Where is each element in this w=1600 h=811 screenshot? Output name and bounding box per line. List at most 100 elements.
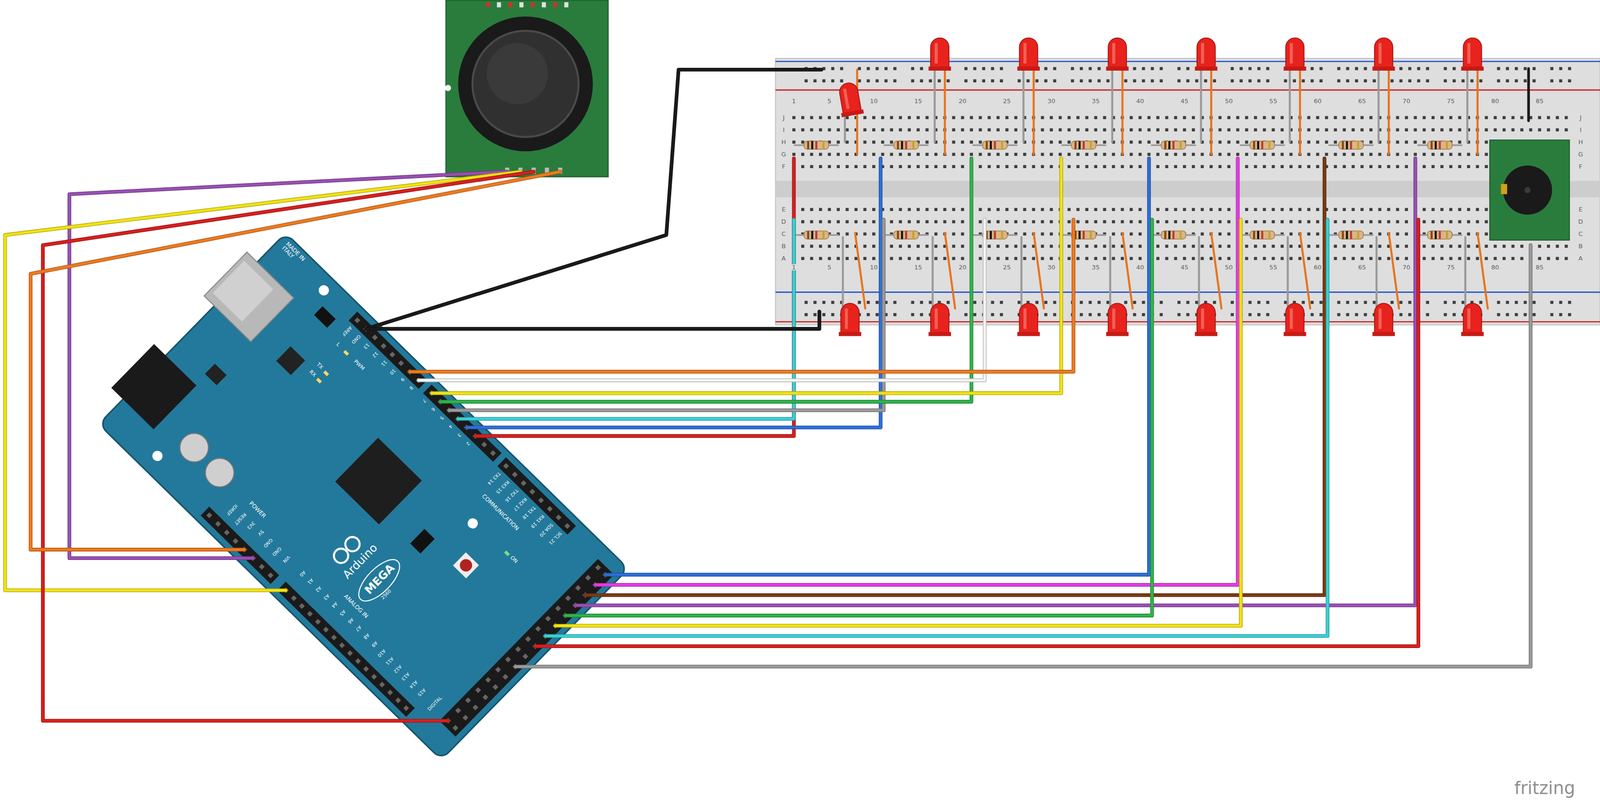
breadboard-hole	[969, 115, 973, 120]
resistor-band	[1074, 141, 1077, 150]
breadboard-hole	[828, 152, 832, 156]
breadboard-hole	[1325, 140, 1329, 144]
breadboard-hole	[1289, 208, 1293, 212]
breadboard-hole	[1360, 164, 1364, 169]
resistor-symbol	[1239, 141, 1285, 150]
breadboard-hole	[1484, 140, 1488, 144]
led-body	[1019, 303, 1038, 335]
breadboard-hole	[1449, 220, 1453, 224]
column-number: 45	[1179, 264, 1190, 271]
wire	[42, 171, 534, 721]
breadboard-hole	[1031, 220, 1036, 224]
breadboard-hole	[1449, 257, 1453, 261]
breadboard-hole	[1475, 257, 1480, 261]
breadboard-hole	[1316, 152, 1320, 156]
led-highlight	[1112, 308, 1116, 329]
breadboard-hole	[1230, 79, 1234, 83]
breadboard-hole	[1156, 164, 1160, 169]
power-jack	[111, 344, 197, 430]
pin-header	[277, 581, 415, 717]
breadboard-hole	[801, 152, 805, 156]
wire-outline	[418, 219, 985, 380]
header-pin	[387, 689, 394, 695]
resistor-band	[1430, 141, 1433, 150]
breadboard-hole	[1363, 66, 1367, 71]
breadboard-hole	[884, 66, 888, 71]
breadboard-hole	[964, 79, 968, 83]
header-pin	[594, 564, 601, 571]
breadboard-hole	[872, 164, 876, 169]
breadboard-hole	[1093, 115, 1098, 120]
breadboard-hole	[1093, 220, 1098, 224]
breadboard-hole	[1014, 128, 1018, 132]
breadboard-hole	[1035, 79, 1039, 83]
led-highlight	[1200, 42, 1205, 64]
row-letter: H	[1577, 138, 1584, 145]
wire	[545, 219, 1328, 636]
breadboard-hole	[1378, 232, 1382, 236]
breadboard-hole	[1129, 140, 1134, 144]
breadboard-hole	[1484, 152, 1488, 156]
breadboard-hole	[1440, 128, 1444, 132]
breadboard-hole	[1138, 128, 1142, 132]
breadboard-hole	[1271, 128, 1276, 132]
column-number: 10	[868, 264, 879, 271]
breadboard-hole	[1511, 257, 1515, 261]
breadboard-hole	[1070, 79, 1075, 83]
breadboard-hole	[1195, 300, 1199, 305]
breadboard-hole	[1390, 79, 1394, 83]
breadboard-hole	[978, 152, 982, 156]
breadboard-hole	[1351, 115, 1355, 120]
header-pin	[529, 488, 536, 495]
breadboard-hole	[1248, 313, 1252, 317]
breadboard-hole	[1023, 232, 1027, 236]
header-pin	[398, 360, 404, 366]
joystick-notch	[444, 84, 451, 91]
header-pin	[520, 480, 527, 486]
led-body	[930, 38, 949, 70]
breadboard-hole	[893, 300, 897, 305]
wire-core	[366, 311, 820, 330]
column-number: 55	[1268, 97, 1279, 105]
breadboard-hole	[893, 79, 897, 83]
breadboard-hole	[1120, 257, 1125, 261]
breadboard-hole	[1165, 244, 1169, 249]
breadboard-hole	[1248, 300, 1252, 305]
column-number: 1	[790, 264, 797, 271]
led-leg	[1211, 233, 1222, 309]
header-pin	[462, 714, 469, 721]
header-pin	[338, 642, 345, 648]
resistor-band	[1164, 230, 1166, 239]
breadboard-hole	[1085, 244, 1089, 249]
wire	[515, 245, 1531, 667]
breadboard-hole	[907, 220, 911, 224]
wire-core	[605, 158, 1150, 575]
breadboard-hole	[1040, 220, 1045, 224]
column-number: 25	[1002, 97, 1013, 105]
breadboard-hole	[1496, 79, 1501, 83]
resistor-body	[893, 230, 919, 239]
breadboard-hole	[978, 115, 982, 120]
breadboard-hole	[1138, 164, 1142, 169]
breadboard-hole	[1399, 300, 1403, 305]
breadboard-hole	[1289, 220, 1293, 224]
header-pin	[565, 594, 571, 601]
resistor-band	[1078, 230, 1081, 239]
column-number: 10	[868, 97, 879, 105]
breadboard-hole	[863, 232, 867, 236]
breadboard-hole	[1378, 257, 1382, 261]
breadboard-hole	[1440, 164, 1444, 169]
breadboard-hole	[1502, 244, 1506, 249]
breadboard-hole	[1085, 115, 1089, 120]
breadboard-hole	[1520, 128, 1524, 132]
breadboard-hole	[1449, 128, 1453, 132]
breadboard-hole	[1044, 313, 1048, 317]
breadboard-hole	[1218, 164, 1222, 169]
breadboard-hole	[1280, 140, 1285, 144]
breadboard-hole	[987, 164, 991, 169]
column-number: 30	[1046, 97, 1057, 105]
breadboard-hole	[916, 220, 920, 224]
breadboard-hole	[1218, 115, 1222, 120]
breadboard-hole	[1550, 313, 1554, 317]
led-flange	[841, 109, 864, 118]
